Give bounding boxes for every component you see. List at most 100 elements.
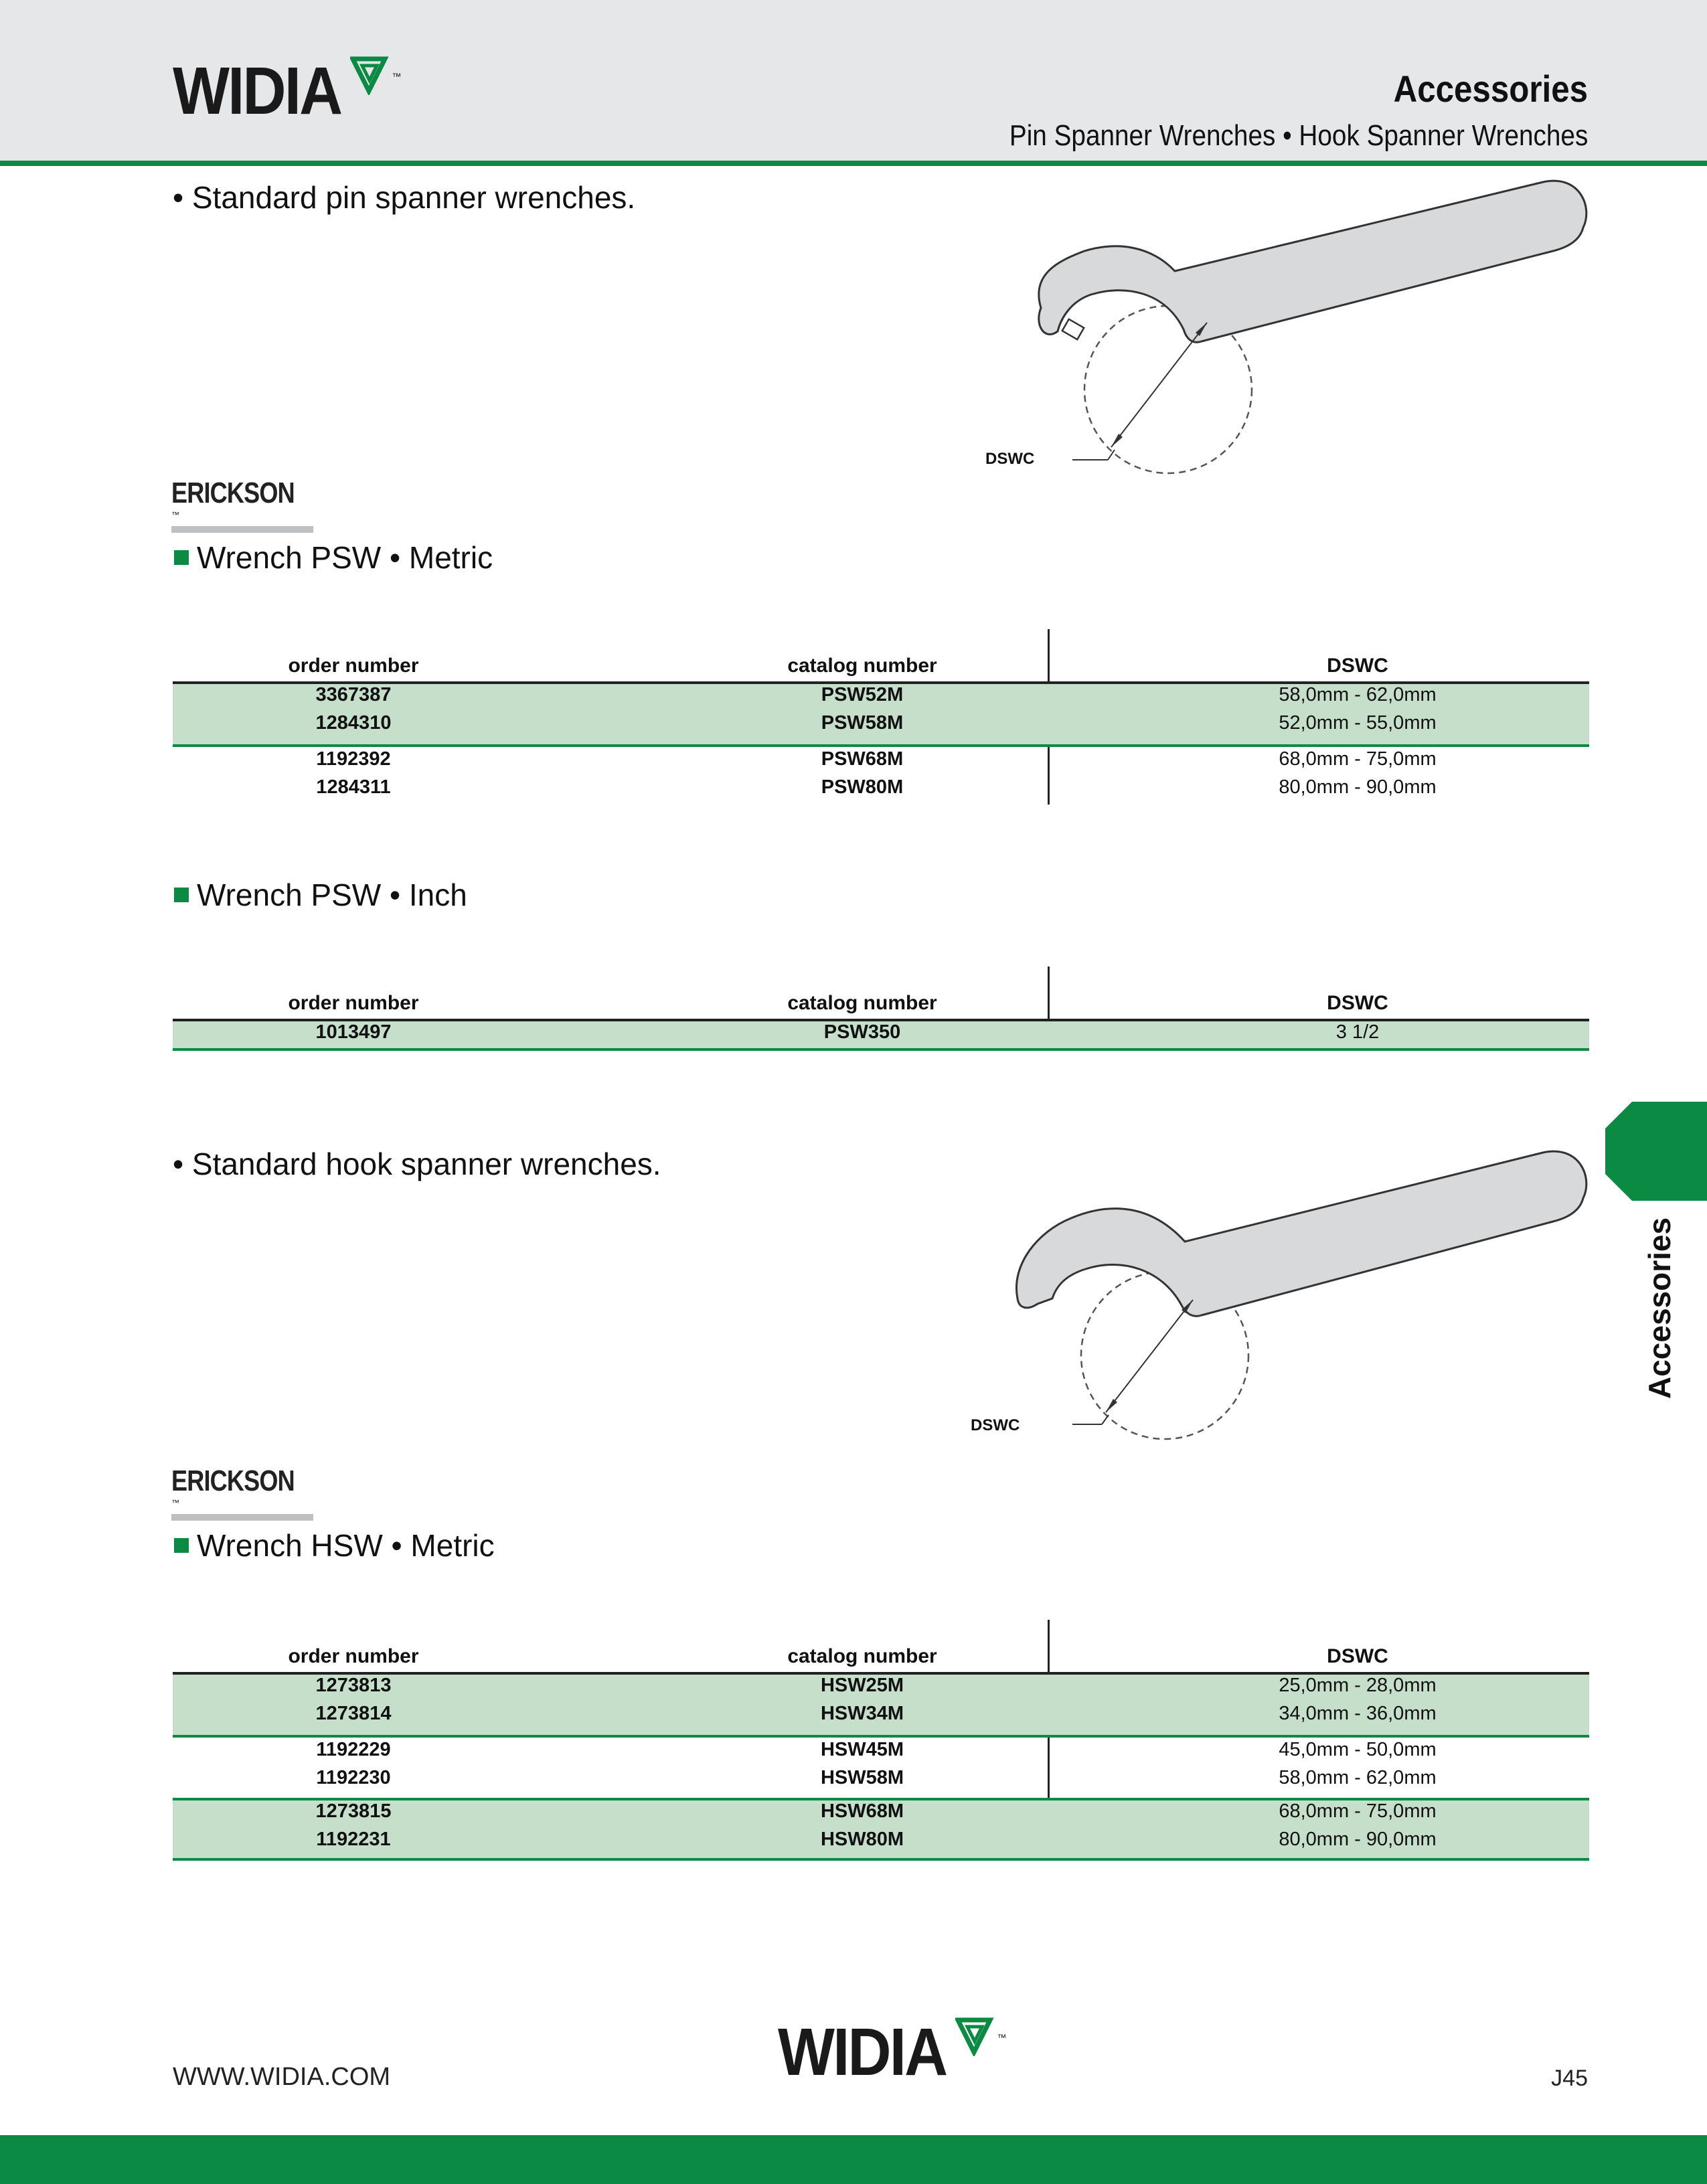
psw-metric-title: Wrench PSW • Metric	[174, 539, 493, 576]
erickson-tm: ™	[171, 510, 179, 519]
table-row: 1192230 HSW58M 58,0mm - 62,0mm	[173, 1767, 1589, 1795]
table-group: 1013497 PSW350 3 1/2	[173, 1021, 1589, 1049]
cell-dswc: 80,0mm - 90,0mm	[1279, 776, 1437, 798]
psw-inch-title: Wrench PSW • Inch	[174, 877, 467, 913]
table-header-rule	[173, 681, 1589, 684]
cell-order: 1192392	[316, 748, 391, 770]
col-dswc-header: DSWC	[1327, 1645, 1388, 1667]
cell-order: 1273813	[315, 1675, 392, 1696]
erickson-logo-text: ERICKSON	[171, 1464, 295, 1497]
table-header: order number catalog number DSWC	[173, 655, 1589, 680]
page-subtitle: Pin Spanner Wrenches • Hook Spanner Wren…	[1009, 119, 1588, 152]
erickson-logo-1: ERICKSON™	[171, 477, 313, 533]
table-header: order number catalog number DSWC	[173, 992, 1589, 1017]
cell-catalog: PSW350	[823, 1021, 901, 1043]
hook-spanner-wrench-diagram	[1015, 1150, 1588, 1440]
cell-dswc: 45,0mm - 50,0mm	[1279, 1739, 1437, 1760]
cell-order: 1192229	[316, 1739, 391, 1760]
cell-order: 1013497	[315, 1021, 392, 1043]
cell-catalog: HSW45M	[820, 1739, 904, 1760]
psw-metric-title-text: Wrench PSW • Metric	[197, 540, 493, 575]
group-rule	[173, 1048, 1589, 1051]
section-square-icon	[174, 1538, 189, 1553]
widia-tm: ™	[997, 2032, 1007, 2043]
cell-catalog: PSW58M	[821, 712, 904, 734]
hsw-metric-title-text: Wrench HSW • Metric	[197, 1528, 495, 1563]
page-number: J45	[1551, 2066, 1588, 2091]
cell-dswc: 25,0mm - 28,0mm	[1279, 1675, 1437, 1696]
footer-url: WWW.WIDIA.COM	[173, 2063, 391, 2091]
group-rule	[173, 1735, 1589, 1738]
cell-dswc: 68,0mm - 75,0mm	[1279, 1800, 1437, 1822]
hsw-metric-title: Wrench HSW • Metric	[174, 1527, 495, 1564]
table-row: 1013497 PSW350 3 1/2	[173, 1021, 1589, 1049]
footer-bar	[0, 2135, 1707, 2184]
group-rule	[173, 1798, 1589, 1800]
footer-widia-logo: WIDIA ™	[778, 2017, 1007, 2086]
col-dswc-header: DSWC	[1327, 992, 1388, 1014]
table-group: 1273813 HSW25M 25,0mm - 28,0mm 1273814 H…	[173, 1675, 1589, 1735]
cell-order: 3367387	[315, 684, 392, 705]
table-divider	[1048, 1620, 1050, 1861]
cell-catalog: HSW25M	[820, 1675, 904, 1696]
cell-catalog: PSW80M	[821, 776, 904, 798]
col-catalog-header: catalog number	[787, 992, 937, 1014]
table-group: 1273815 HSW68M 68,0mm - 75,0mm 1192231 H…	[173, 1800, 1589, 1859]
erickson-bar	[171, 1514, 313, 1521]
erickson-bar	[171, 526, 313, 533]
cell-dswc: 58,0mm - 62,0mm	[1279, 684, 1437, 705]
section-square-icon	[174, 888, 189, 902]
side-tab-label: Accessories	[1642, 1217, 1677, 1399]
widia-logo-text: WIDIA	[173, 54, 343, 129]
psw-metric-table: order number catalog number DSWC 3367387…	[173, 629, 1589, 805]
table-row: 1192392 PSW68M 68,0mm - 75,0mm	[173, 748, 1589, 776]
table-row: 1273814 HSW34M 34,0mm - 36,0mm	[173, 1703, 1589, 1731]
hook-dswc-label: DSWC	[971, 1416, 1020, 1434]
table-row: 1284311 PSW80M 80,0mm - 90,0mm	[173, 776, 1589, 805]
table-divider	[1048, 967, 1050, 1051]
page-title: Accessories	[1393, 68, 1588, 110]
cell-order: 1273815	[315, 1800, 392, 1822]
hsw-metric-table: order number catalog number DSWC 1273813…	[173, 1620, 1589, 1861]
table-group: 1192229 HSW45M 45,0mm - 50,0mm 1192230 H…	[173, 1739, 1589, 1799]
pin-dswc-label: DSWC	[985, 450, 1035, 468]
psw-inch-title-text: Wrench PSW • Inch	[197, 877, 467, 912]
table-row: 1284310 PSW58M 52,0mm - 55,0mm	[173, 712, 1589, 740]
section-square-icon	[174, 550, 189, 565]
cell-order: 1284310	[315, 712, 392, 734]
col-order-header: order number	[288, 992, 419, 1014]
cell-catalog: PSW52M	[821, 684, 904, 705]
pin-spanner-wrench-diagram	[1038, 179, 1588, 475]
col-catalog-header: catalog number	[787, 1645, 937, 1667]
table-row: 3367387 PSW52M 58,0mm - 62,0mm	[173, 684, 1589, 712]
table-group: 3367387 PSW52M 58,0mm - 62,0mm 1284310 P…	[173, 684, 1589, 744]
cell-dswc: 52,0mm - 55,0mm	[1279, 712, 1437, 734]
cell-order: 1192231	[316, 1829, 391, 1850]
widia-tm: ™	[392, 71, 402, 82]
table-header-rule	[173, 1019, 1589, 1021]
page-header	[0, 0, 1707, 161]
table-header: order number catalog number DSWC	[173, 1645, 1589, 1671]
widia-logo: WIDIA ™	[173, 54, 402, 129]
table-row: 1273813 HSW25M 25,0mm - 28,0mm	[173, 1675, 1589, 1703]
erickson-logo-text: ERICKSON	[171, 477, 295, 509]
hook-intro: • Standard hook spanner wrenches.	[173, 1147, 661, 1181]
col-dswc-header: DSWC	[1327, 655, 1388, 677]
cell-catalog: HSW80M	[820, 1829, 904, 1850]
erickson-tm: ™	[171, 1498, 179, 1507]
table-row: 1192231 HSW80M 80,0mm - 90,0mm	[173, 1829, 1589, 1857]
pin-intro: • Standard pin spanner wrenches.	[173, 180, 636, 215]
col-catalog-header: catalog number	[787, 655, 937, 677]
cell-catalog: HSW58M	[820, 1767, 904, 1788]
group-rule	[173, 744, 1589, 747]
group-rule	[173, 1858, 1589, 1861]
widia-triangle-icon	[350, 56, 390, 95]
col-order-header: order number	[288, 1645, 419, 1667]
cell-dswc: 34,0mm - 36,0mm	[1279, 1703, 1437, 1724]
widia-triangle-icon	[955, 2017, 995, 2056]
cell-order: 1284311	[316, 776, 391, 798]
cell-dswc: 80,0mm - 90,0mm	[1279, 1829, 1437, 1850]
cell-dswc: 3 1/2	[1335, 1021, 1380, 1043]
cell-dswc: 58,0mm - 62,0mm	[1279, 1767, 1437, 1788]
cell-order: 1192230	[316, 1767, 391, 1788]
